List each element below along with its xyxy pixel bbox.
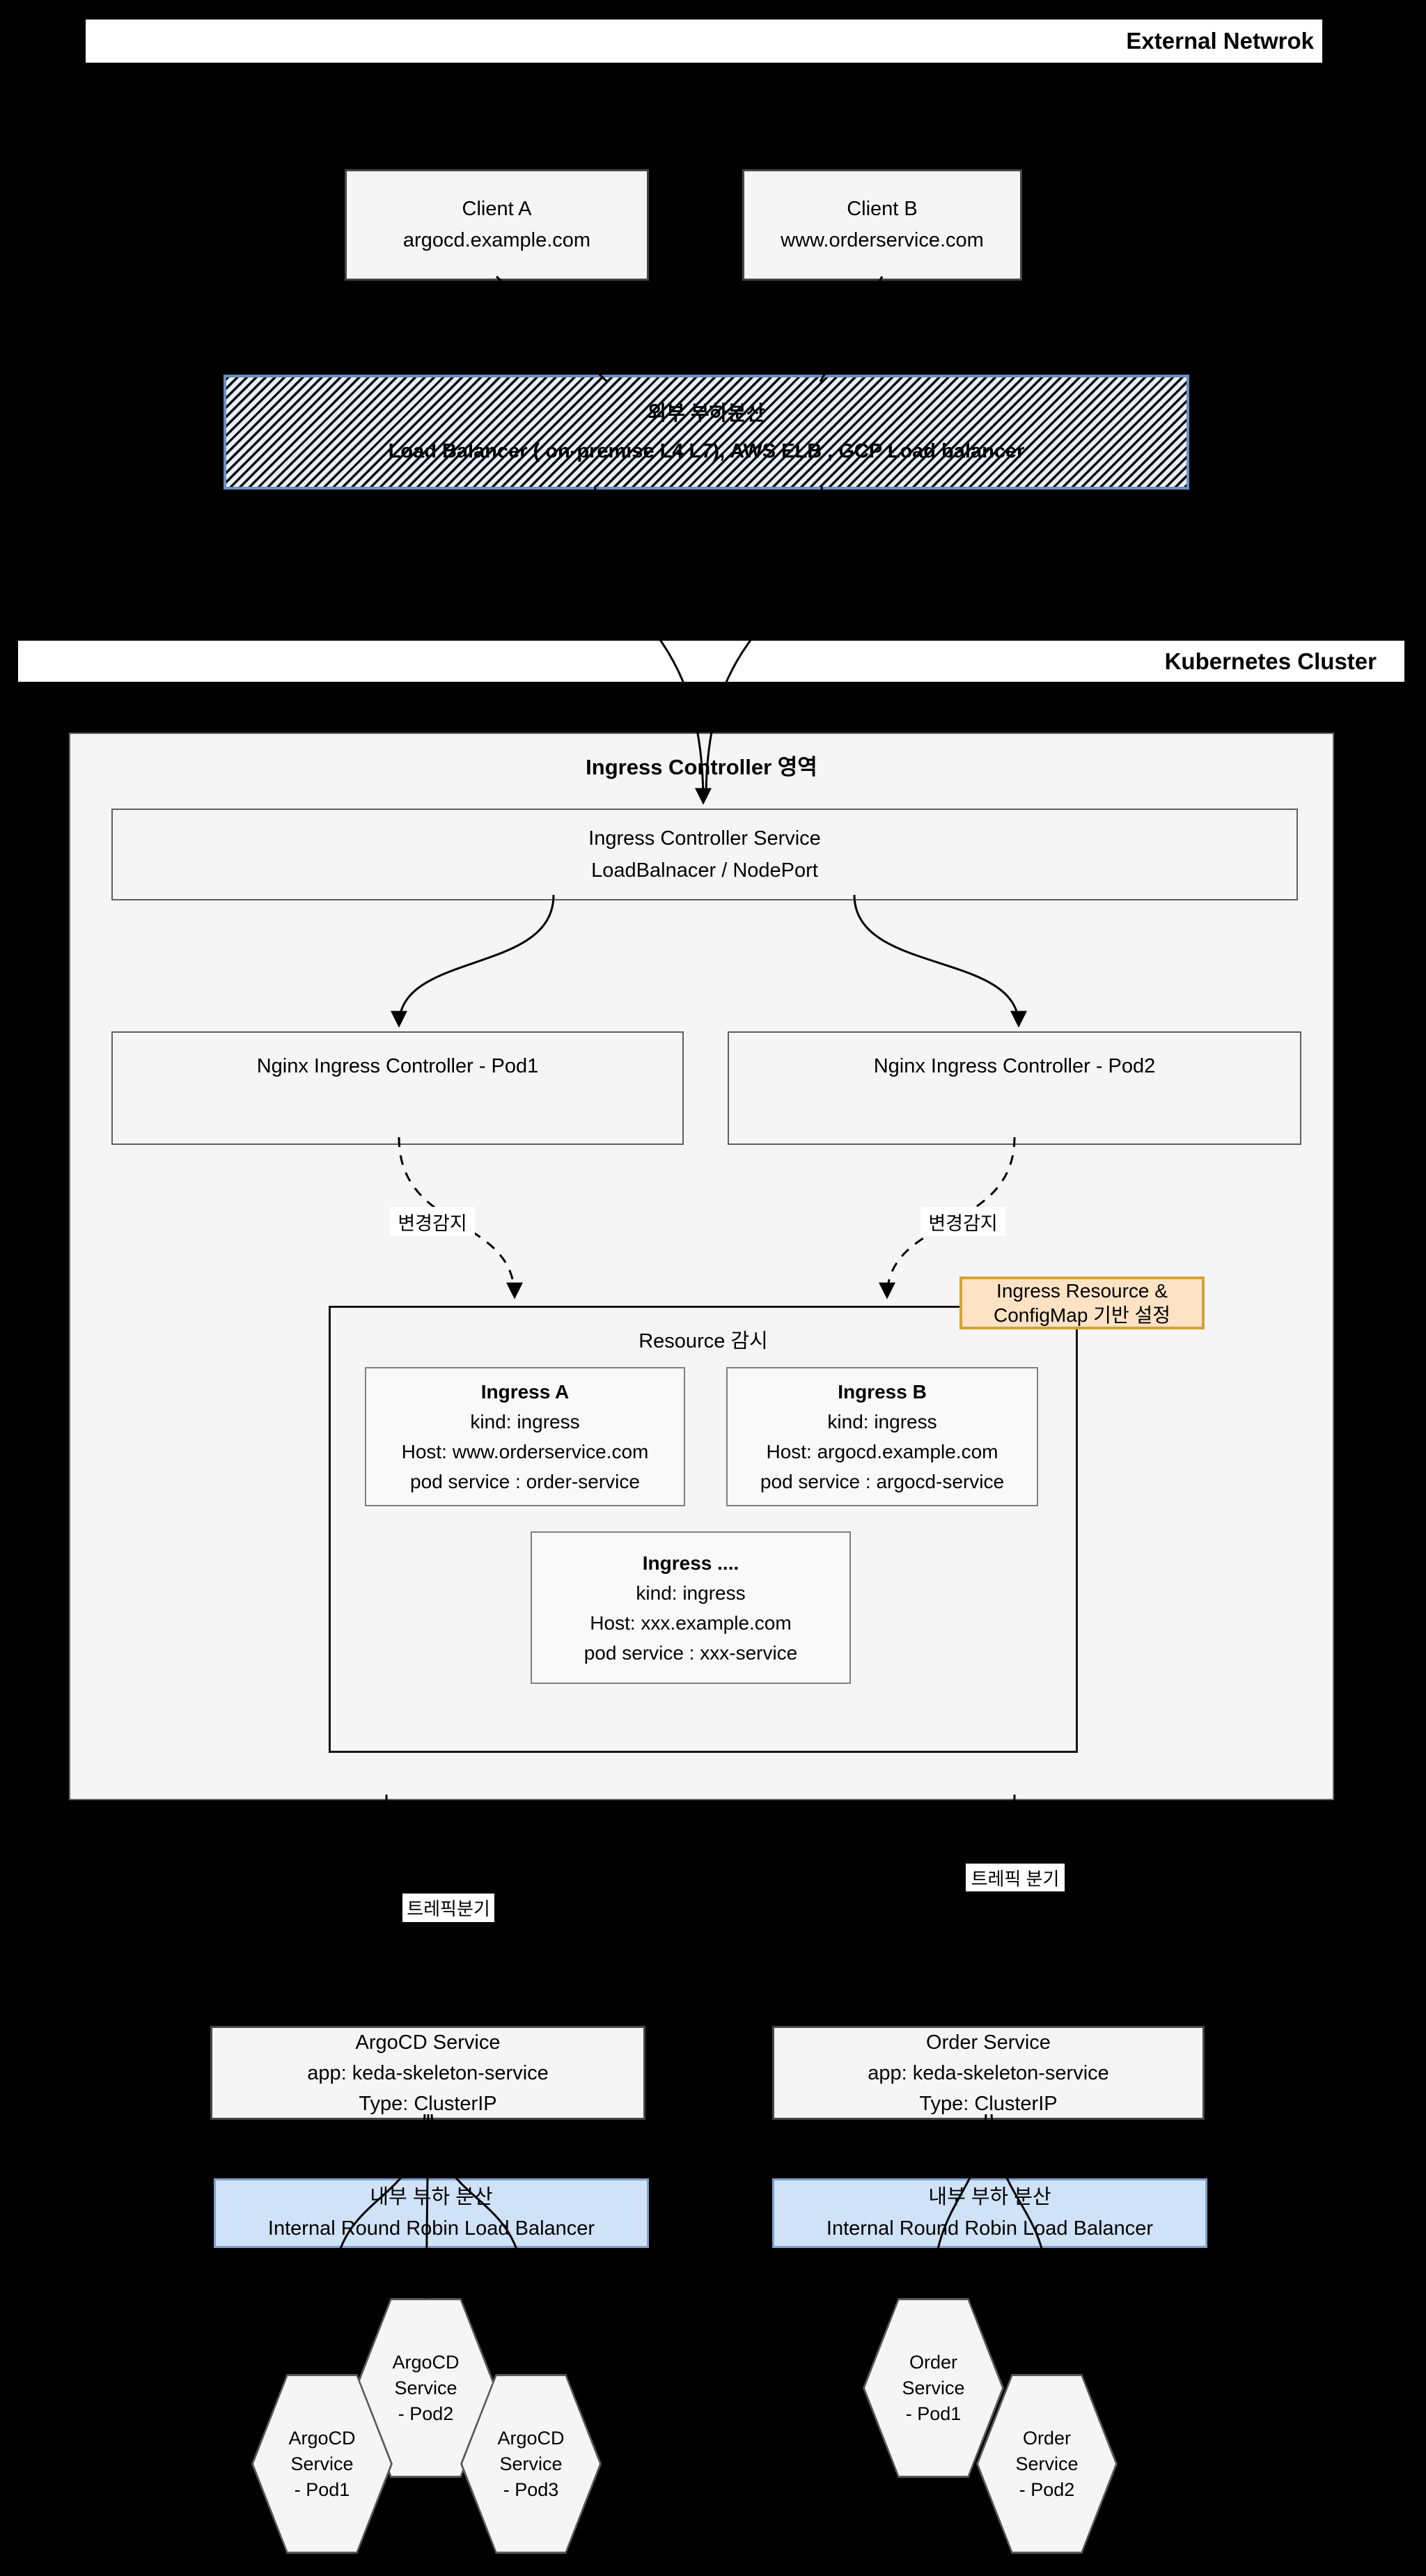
argocd-pod1-line1: ArgoCD <box>288 2427 356 2449</box>
ics-line2: LoadBalnacer / NodePort <box>591 859 818 882</box>
ingress-etc-kind: kind: ingress <box>636 1582 746 1604</box>
ingress-etc-service: pod service : xxx-service <box>583 1641 798 1664</box>
resource-watch-title: Resource 감시 <box>638 1330 768 1352</box>
internal-lb-argocd-line1: 내부 부하 분산 <box>370 2186 493 2208</box>
external-network-label: External Netwrok <box>1126 28 1314 54</box>
nginx-pod1-box: Nginx Ingress Controller - Pod1 <box>111 1031 684 1145</box>
nginx-pod1-label: Nginx Ingress Controller - Pod1 <box>256 1055 539 1077</box>
order-service-app: app: keda-skeleton-service <box>868 2061 1109 2084</box>
nginx-pod2-box: Nginx Ingress Controller - Pod2 <box>728 1031 1301 1145</box>
internal-lb-argocd-box: 내부 부하 분산 Internal Round Robin Load Balan… <box>214 2178 649 2248</box>
ingress-b-service: pod service : argocd-service <box>760 1471 1005 1492</box>
client-a-host: argocd.example.com <box>402 229 591 251</box>
client-b-host: www.orderservice.com <box>781 229 984 251</box>
ingress-etc-box: Ingress .... kind: ingress Host: xxx.exa… <box>531 1531 851 1684</box>
ingress-a-box: Ingress A kind: ingress Host: www.orders… <box>365 1367 685 1506</box>
argocd-pod3-line1: ArgoCD <box>497 2427 565 2449</box>
connector-area-order-svc <box>980 1794 1016 2022</box>
external-network-bar: External Netwrok <box>86 19 1322 63</box>
client-a-box: Client A argocd.example.com <box>345 169 649 281</box>
external-load-balancer-box: 외부 부하분산 Load Balancer ( on-premise L4 L7… <box>224 375 1189 490</box>
internal-lb-order-line1: 내부 부하 분산 <box>928 2186 1051 2208</box>
ingress-b-host: Host: argocd.example.com <box>766 1441 998 1462</box>
order-service-box: Order Service app: keda-skeleton-service… <box>772 2026 1205 2120</box>
argocd-service-type: Type: ClusterIP <box>359 2092 497 2115</box>
ingress-a-kind: kind: ingress <box>470 1411 580 1433</box>
ingress-a-title: Ingress A <box>480 1381 570 1403</box>
order-pod2-line2: Service <box>1015 2453 1079 2474</box>
argocd-pod2-line3: - Pod2 <box>398 2403 454 2424</box>
ingress-controller-service-box: Ingress Controller Service LoadBalnacer … <box>111 809 1298 900</box>
client-b-title: Client B <box>847 198 918 220</box>
order-pod1-hexagon: Order Service - Pod1 <box>863 2298 1004 2478</box>
internal-lb-order-box: 내부 부하 분산 Internal Round Robin Load Balan… <box>772 2178 1207 2248</box>
client-a-title: Client A <box>462 198 532 220</box>
internal-lb-order-line2: Internal Round Robin Load Balancer <box>826 2217 1154 2240</box>
argocd-pod1-line2: Service <box>290 2453 354 2474</box>
internal-lb-argocd-line2: Internal Round Robin Load Balancer <box>267 2217 595 2240</box>
argocd-service-box: ArgoCD Service app: keda-skeleton-servic… <box>210 2026 645 2120</box>
order-pod2-line1: Order <box>1022 2427 1072 2449</box>
traffic-split-label-left: 트레픽분기 <box>402 1894 494 1922</box>
argocd-service-app: app: keda-skeleton-service <box>307 2061 549 2084</box>
argocd-pod3-line2: Service <box>499 2453 563 2474</box>
ingress-area-title: Ingress Controller 영역 <box>586 755 817 779</box>
ingress-b-kind: kind: ingress <box>827 1411 937 1433</box>
argocd-pod2-line1: ArgoCD <box>392 2351 460 2373</box>
kubernetes-cluster-label: Kubernetes Cluster <box>1164 648 1377 674</box>
order-service-title: Order Service <box>926 2031 1051 2054</box>
change-detect-label-right: 변경감지 <box>920 1207 1005 1236</box>
ingress-config-note: Ingress Resource & ConfigMap 기반 설정 <box>959 1277 1205 1329</box>
kubernetes-cluster-bar: Kubernetes Cluster <box>18 641 1404 682</box>
ingress-etc-host: Host: xxx.example.com <box>590 1611 792 1634</box>
ingress-a-service: pod service : order-service <box>410 1471 640 1492</box>
connector-clienta-lb <box>495 275 609 383</box>
connector-clientb-lb <box>819 276 884 382</box>
argocd-pod2-line2: Service <box>394 2377 457 2398</box>
argocd-service-title: ArgoCD Service <box>355 2031 501 2054</box>
order-pod1-line2: Service <box>902 2377 965 2398</box>
ingress-etc-title: Ingress .... <box>642 1552 739 1574</box>
order-pod2-line3: - Pod2 <box>1019 2479 1075 2500</box>
order-service-type: Type: ClusterIP <box>919 2092 1058 2115</box>
order-pod1-line1: Order <box>909 2351 958 2373</box>
nginx-pod2-label: Nginx Ingress Controller - Pod2 <box>873 1055 1156 1077</box>
order-pod1-line3: - Pod1 <box>905 2403 962 2424</box>
change-detect-label-left: 변경감지 <box>390 1207 475 1236</box>
argocd-pod3-line3: - Pod3 <box>503 2479 559 2500</box>
note-line1: Ingress Resource & <box>996 1280 1168 1302</box>
external-lb-line1: 외부 부하분산 <box>648 402 765 425</box>
ingress-a-host: Host: www.orderservice.com <box>401 1441 649 1462</box>
ingress-b-title: Ingress B <box>838 1381 927 1403</box>
note-line2: ConfigMap 기반 설정 <box>993 1304 1170 1326</box>
argocd-pod1-line3: - Pod1 <box>294 2479 350 2500</box>
traffic-split-label-right: 트레픽 분기 <box>966 1864 1065 1891</box>
client-b-box: Client B www.orderservice.com <box>742 169 1022 281</box>
external-lb-line2: Load Balancer ( on-premise L4 L7), AWS E… <box>388 439 1025 462</box>
order-pod2-hexagon: Order Service - Pod2 <box>976 2374 1118 2554</box>
ingress-b-box: Ingress B kind: ingress Host: argocd.exa… <box>726 1367 1038 1506</box>
ics-line1: Ingress Controller Service <box>588 827 821 850</box>
